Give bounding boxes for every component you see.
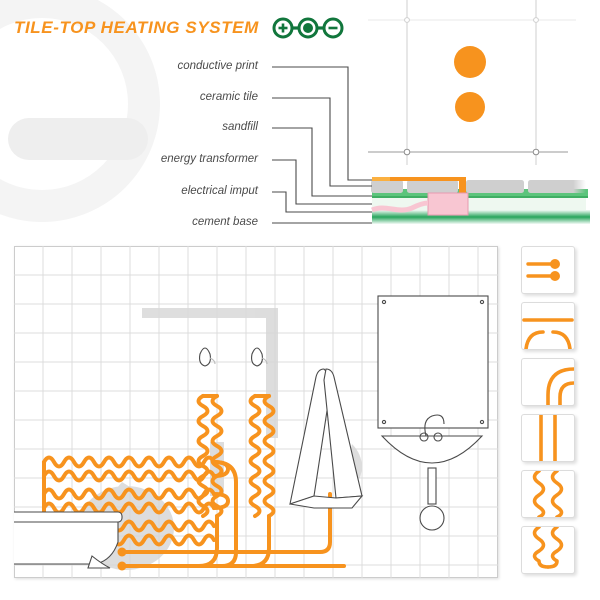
- terminal-2: [366, 92, 485, 122]
- palette-item-straight-pair-tile[interactable]: [521, 414, 575, 462]
- electrical-input-wire: [371, 200, 429, 213]
- ceramic-tile-layer: [371, 180, 586, 193]
- palette-item-wave-loop-tile[interactable]: [521, 526, 575, 574]
- towel: [289, 368, 364, 509]
- faucet-icon: [424, 414, 445, 437]
- watermark-hole: [0, 18, 128, 190]
- green-membrane-layer: [372, 189, 588, 197]
- serpentine-mat-vertical-2: [248, 394, 276, 518]
- corner-curve-icon: [546, 367, 574, 405]
- wave-loop-icon: [532, 527, 564, 569]
- pattern-palette[interactable]: [521, 246, 581, 582]
- return-loop-upper: [120, 492, 332, 554]
- serpentine-mat-vertical-1: [196, 394, 224, 518]
- bathtub: [0, 511, 123, 569]
- logo-icon-group: [272, 17, 344, 44]
- cross-section: [371, 177, 590, 224]
- wall-hook-2: [251, 347, 268, 367]
- fixtures: [0, 295, 489, 569]
- straight-pair-icon: [539, 415, 557, 461]
- callout-label-conductive-print: conductive print: [177, 60, 258, 72]
- plus-circle-icon: [272, 17, 294, 39]
- leader-lines: [272, 66, 372, 224]
- sink: [380, 414, 484, 531]
- terminal-ends-icon: [526, 259, 560, 281]
- heating-elements: [42, 394, 346, 571]
- callout-label-sandfill: sandfill: [222, 121, 258, 133]
- sandfill-layer: [372, 196, 586, 210]
- mirror: [377, 295, 489, 429]
- callout-label-energy-transformer: energy transformer: [160, 153, 258, 165]
- callout-label-ceramic-tile: ceramic tile: [199, 91, 258, 103]
- minus-circle-icon: [322, 17, 344, 39]
- dot-circle-icon: [297, 17, 319, 39]
- connection-point-2: [117, 561, 127, 571]
- palette-item-tee-junction-tile[interactable]: [521, 302, 575, 350]
- palette-item-wave-pair-tile[interactable]: [521, 470, 575, 518]
- palette-item-corner-curve-tile[interactable]: [521, 358, 575, 406]
- conductive-print-layer: [372, 177, 466, 194]
- floorplan-canvas[interactable]: [0, 246, 498, 578]
- callout-label-cement-base: cement base: [192, 216, 258, 228]
- page-title: TILE-TOP HEATING SYSTEM: [14, 18, 259, 37]
- cement-base-layer: [372, 210, 590, 224]
- tee-junction-icon: [522, 318, 574, 349]
- wall-hook-1: [199, 347, 216, 367]
- energy-transformer-box: [427, 192, 469, 216]
- connection-point-1: [117, 547, 127, 557]
- callout-label-electrical-imput: electrical imput: [181, 185, 258, 197]
- watermark-bar: [8, 118, 148, 160]
- terminal-1: [366, 46, 486, 78]
- wave-pair-icon: [532, 471, 564, 517]
- palette-item-terminal-ends-tile[interactable]: [521, 246, 575, 294]
- detail-guides: [368, 0, 576, 165]
